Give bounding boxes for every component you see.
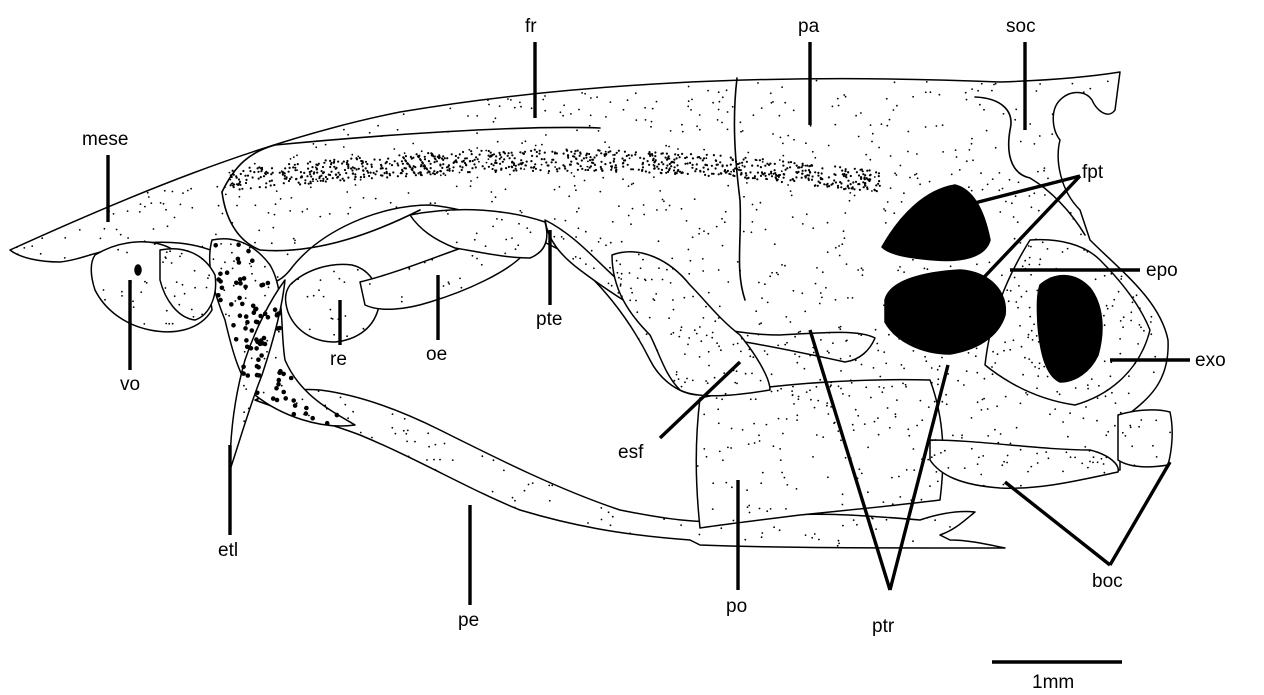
label-exo: exo: [1195, 350, 1226, 371]
label-esf: esf: [618, 442, 644, 463]
leader-boc-a: [1005, 482, 1110, 565]
label-pa: pa: [798, 16, 820, 37]
label-oe: oe: [426, 344, 447, 365]
label-mese: mese: [82, 129, 128, 150]
prootic-bone: [696, 380, 943, 528]
label-pte: pte: [536, 309, 562, 330]
label-fpt: fpt: [1082, 162, 1104, 183]
label-re: re: [330, 349, 347, 370]
vomer-foramen: [135, 265, 141, 275]
label-ptr: ptr: [872, 616, 895, 637]
leader-boc-b: [1110, 462, 1170, 565]
occipital-condyle: [1118, 410, 1172, 467]
label-pe: pe: [458, 610, 479, 631]
label-etl: etl: [218, 540, 238, 561]
label-soc: soc: [1006, 16, 1036, 37]
label-epo: epo: [1146, 260, 1178, 281]
label-boc: boc: [1092, 571, 1123, 592]
pterosphenoid-upper: [410, 210, 547, 258]
label-po: po: [726, 596, 747, 617]
scale-bar-label: 1mm: [1032, 672, 1074, 693]
label-vo: vo: [120, 374, 140, 395]
label-fr: fr: [525, 16, 537, 37]
